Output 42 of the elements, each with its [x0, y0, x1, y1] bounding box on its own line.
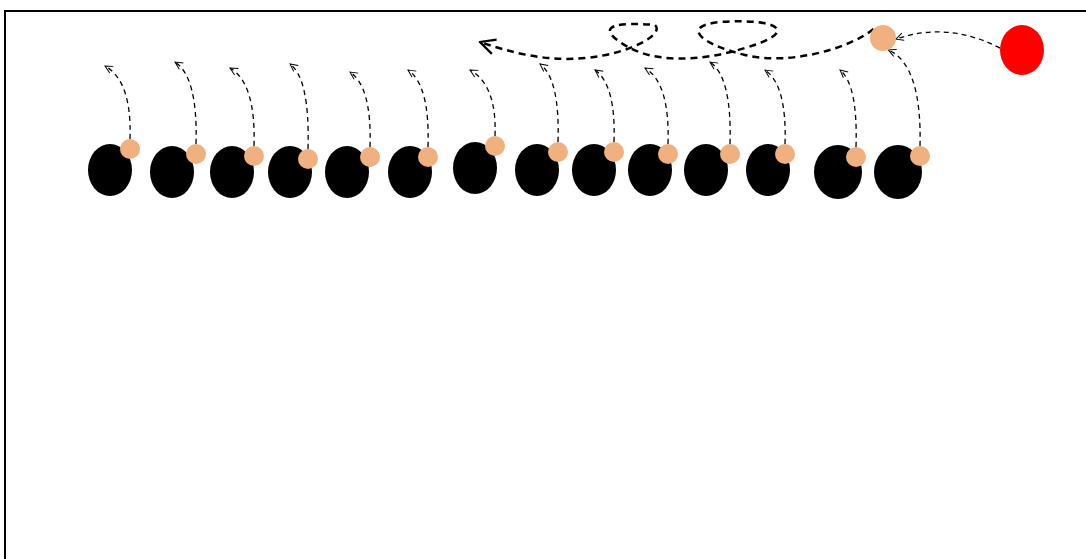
arrow	[887, 49, 921, 147]
arrow	[644, 67, 669, 145]
arrow	[407, 69, 429, 148]
arrow	[289, 63, 309, 150]
ball-marker	[604, 142, 624, 162]
ball-marker	[720, 144, 740, 164]
player-marker	[572, 144, 616, 196]
player-marker	[150, 146, 194, 198]
player-marker	[628, 144, 672, 196]
arrow	[229, 67, 255, 147]
player-marker	[325, 146, 369, 198]
ball-marker	[186, 144, 206, 164]
player-marker	[453, 142, 497, 194]
ball-marker	[870, 25, 896, 51]
circle-marker	[1000, 25, 1044, 75]
arrow	[478, 20, 875, 61]
arrow	[174, 61, 197, 145]
ball-marker	[658, 144, 678, 164]
ball-marker	[775, 144, 795, 164]
ball-marker	[910, 146, 930, 166]
ball-marker	[120, 139, 140, 159]
ball-marker	[846, 147, 866, 167]
player-marker	[388, 146, 432, 198]
player-marker	[814, 145, 862, 199]
player-marker	[210, 146, 254, 198]
ball-marker	[418, 147, 438, 167]
ball-marker	[360, 147, 380, 167]
player-marker	[268, 146, 312, 198]
ball-marker	[244, 146, 264, 166]
player-marker	[874, 145, 922, 199]
arrow	[594, 69, 615, 143]
ball-marker	[298, 149, 318, 169]
arrow	[764, 69, 786, 145]
player-marker	[88, 144, 132, 196]
arrow	[349, 71, 371, 148]
player-marker	[746, 144, 790, 196]
arrow	[839, 69, 857, 148]
player-marker	[515, 144, 559, 196]
ball-marker	[485, 136, 505, 156]
player-marker	[684, 144, 728, 196]
arrow	[709, 61, 731, 145]
ball-marker	[548, 142, 568, 162]
